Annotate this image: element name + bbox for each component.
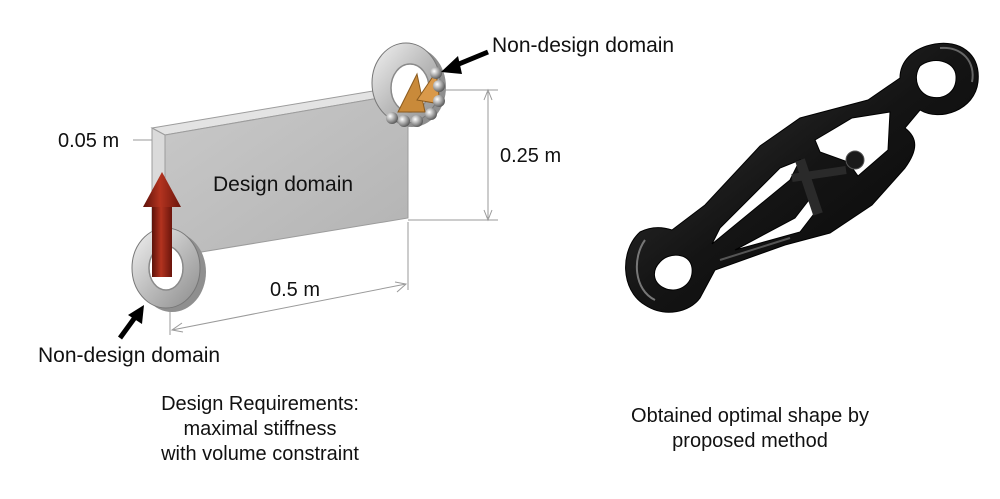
label-design-domain: Design domain [213,173,353,196]
label-height: 0.25 m [500,145,561,167]
caption-line: Obtained optimal shape by [631,405,869,427]
load-arrow [143,172,181,277]
caption-line: maximal stiffness [183,418,337,440]
pointer-arrow-bottom [117,305,144,340]
caption-line: proposed method [672,430,828,452]
top-ring [371,42,446,127]
caption-design-requirements: Design Requirements: maximal stiffness w… [100,392,420,467]
label-width: 0.5 m [270,279,320,301]
caption-optimal-shape: Obtained optimal shape by proposed metho… [590,404,910,454]
label-non-design-top: Non-design domain [492,34,674,57]
caption-line: with volume constraint [161,443,359,465]
label-thickness: 0.05 m [58,130,119,152]
optimal-shape [625,42,979,313]
caption-line: Design Requirements: [161,393,359,415]
pointer-arrow-top [441,49,489,74]
label-non-design-bottom: Non-design domain [38,344,220,367]
